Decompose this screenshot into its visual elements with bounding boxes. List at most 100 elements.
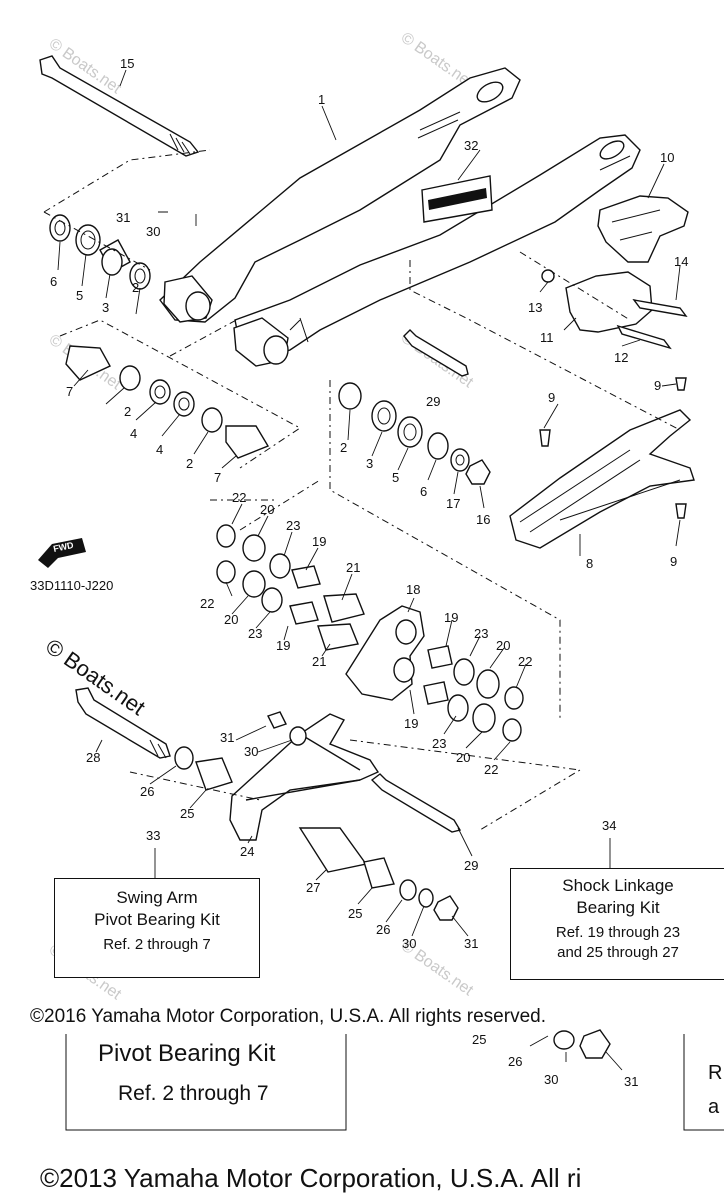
kit-34-number: 34 xyxy=(602,818,617,833)
callout-1: 1 xyxy=(318,92,325,107)
fragment-label-25: 25 xyxy=(472,1032,486,1047)
left-bearings xyxy=(49,214,270,459)
callout-22-c: 22 xyxy=(518,654,532,669)
kit-33-title-1: Swing Arm xyxy=(116,888,198,907)
callout-22-d: 22 xyxy=(484,762,498,777)
chain-guide xyxy=(541,195,689,350)
lower-fragment-drawing: 25 26 30 31 xyxy=(65,1029,724,1131)
callout-3-b: 3 xyxy=(366,456,373,471)
callout-2: 2 xyxy=(132,280,139,295)
callout-19-b: 19 xyxy=(276,638,290,653)
upper-bolt xyxy=(403,329,469,377)
kit-34-title-1: Shock Linkage xyxy=(562,876,674,895)
callout-25: 25 xyxy=(180,806,194,821)
fragment-label-31: 31 xyxy=(624,1074,638,1089)
callout-4-b: 4 xyxy=(156,442,163,457)
kit-34-ref-2: and 25 through 27 xyxy=(557,944,679,961)
decal-label xyxy=(421,175,493,223)
callout-30: 30 xyxy=(146,224,160,239)
callout-7: 7 xyxy=(66,384,73,399)
callout-32: 32 xyxy=(464,138,478,153)
callout-19: 19 xyxy=(312,534,326,549)
callout-24: 24 xyxy=(240,844,254,859)
callout-29-b: 29 xyxy=(464,858,478,873)
callout-20-b: 20 xyxy=(224,612,238,627)
callout-5: 5 xyxy=(76,288,83,303)
kit-33-ref-1: Ref. 2 through 7 xyxy=(103,936,211,953)
callout-25-b: 25 xyxy=(348,906,362,921)
callout-10: 10 xyxy=(660,150,674,165)
kit-34-ref-1: Ref. 19 through 23 xyxy=(555,924,681,941)
callout-9-c: 9 xyxy=(670,554,677,569)
fragment-label-26: 26 xyxy=(508,1054,522,1069)
fragment-label-30: 30 xyxy=(544,1072,558,1087)
kit-33-number: 33 xyxy=(146,828,161,843)
callout-31-b: 31 xyxy=(220,730,234,745)
leader-lines xyxy=(57,69,681,937)
callout-6: 6 xyxy=(50,274,57,289)
callout-30-b: 30 xyxy=(244,744,258,759)
callout-19-c: 19 xyxy=(444,610,458,625)
forward-arrow-icon: FWD xyxy=(38,538,86,568)
callout-12: 12 xyxy=(614,350,628,365)
callout-21: 21 xyxy=(346,560,360,575)
pivot-shaft xyxy=(39,55,200,157)
callout-30-c: 30 xyxy=(402,936,416,951)
right-bearings xyxy=(338,382,491,485)
assembly-lines xyxy=(43,149,681,831)
kit-34-title-2: Bearing Kit xyxy=(576,898,660,917)
callout-26: 26 xyxy=(140,784,154,799)
callout-11: 11 xyxy=(540,330,554,345)
callout-14: 14 xyxy=(674,254,688,269)
fragment-letter-a: a xyxy=(708,1096,720,1118)
callout-23-b: 23 xyxy=(248,626,262,641)
callout-28: 28 xyxy=(86,750,100,765)
callout-23-d: 23 xyxy=(432,736,446,751)
callout-21-b: 21 xyxy=(312,654,326,669)
callout-4: 4 xyxy=(130,426,137,441)
swing-arm xyxy=(159,67,641,367)
chain-slider xyxy=(509,377,695,549)
callout-19-d: 19 xyxy=(404,716,418,731)
callout-29: 29 xyxy=(426,394,440,409)
kit-33-box: Swing Arm Pivot Bearing Kit Ref. 2 throu… xyxy=(54,878,260,978)
callout-20-d: 20 xyxy=(456,750,470,765)
callout-2-c: 2 xyxy=(186,456,193,471)
connecting-rod xyxy=(75,687,462,921)
callout-16: 16 xyxy=(476,512,490,527)
callout-6-b: 6 xyxy=(420,484,427,499)
callout-27: 27 xyxy=(306,880,320,895)
kit-34-box: Shock Linkage Bearing Kit Ref. 19 throug… xyxy=(510,868,724,980)
kit-33-title-2: Pivot Bearing Kit xyxy=(94,910,220,929)
relay-arm xyxy=(216,524,524,742)
callout-15: 15 xyxy=(120,56,134,71)
fragment-letter-r: R xyxy=(708,1062,723,1084)
callout-22-b: 22 xyxy=(200,596,214,611)
diagram-code: 33D1110-J220 xyxy=(30,578,114,593)
fragment-kit-title: Pivot Bearing Kit xyxy=(98,1040,276,1067)
fwd-label: FWD xyxy=(52,540,75,554)
callout-2-d: 2 xyxy=(340,440,347,455)
callout-31: 31 xyxy=(116,210,130,225)
fragment-kit-ref: Ref. 2 through 7 xyxy=(118,1082,269,1105)
callout-2-b: 2 xyxy=(124,404,131,419)
callout-26-b: 26 xyxy=(376,922,390,937)
copyright-2016: ©2016 Yamaha Motor Corporation, U.S.A. A… xyxy=(30,1006,546,1027)
callout-22: 22 xyxy=(232,490,246,505)
callout-23-c: 23 xyxy=(474,626,488,641)
callout-9-b: 9 xyxy=(548,390,555,405)
callout-20-c: 20 xyxy=(496,638,510,653)
callout-13: 13 xyxy=(528,300,542,315)
callout-31-c: 31 xyxy=(464,936,478,951)
callout-9: 9 xyxy=(654,378,661,393)
callout-8: 8 xyxy=(586,556,593,571)
callout-17: 17 xyxy=(446,496,460,511)
callout-20: 20 xyxy=(260,502,274,517)
copyright-2013: ©2013 Yamaha Motor Corporation, U.S.A. A… xyxy=(40,1163,582,1193)
callout-5-b: 5 xyxy=(392,470,399,485)
callout-numbers: 1 2 3 4 5 6 7 8 9 10 11 12 13 14 15 16 1… xyxy=(50,56,688,951)
callout-3: 3 xyxy=(102,300,109,315)
callout-7-b: 7 xyxy=(214,470,221,485)
callout-23: 23 xyxy=(286,518,300,533)
